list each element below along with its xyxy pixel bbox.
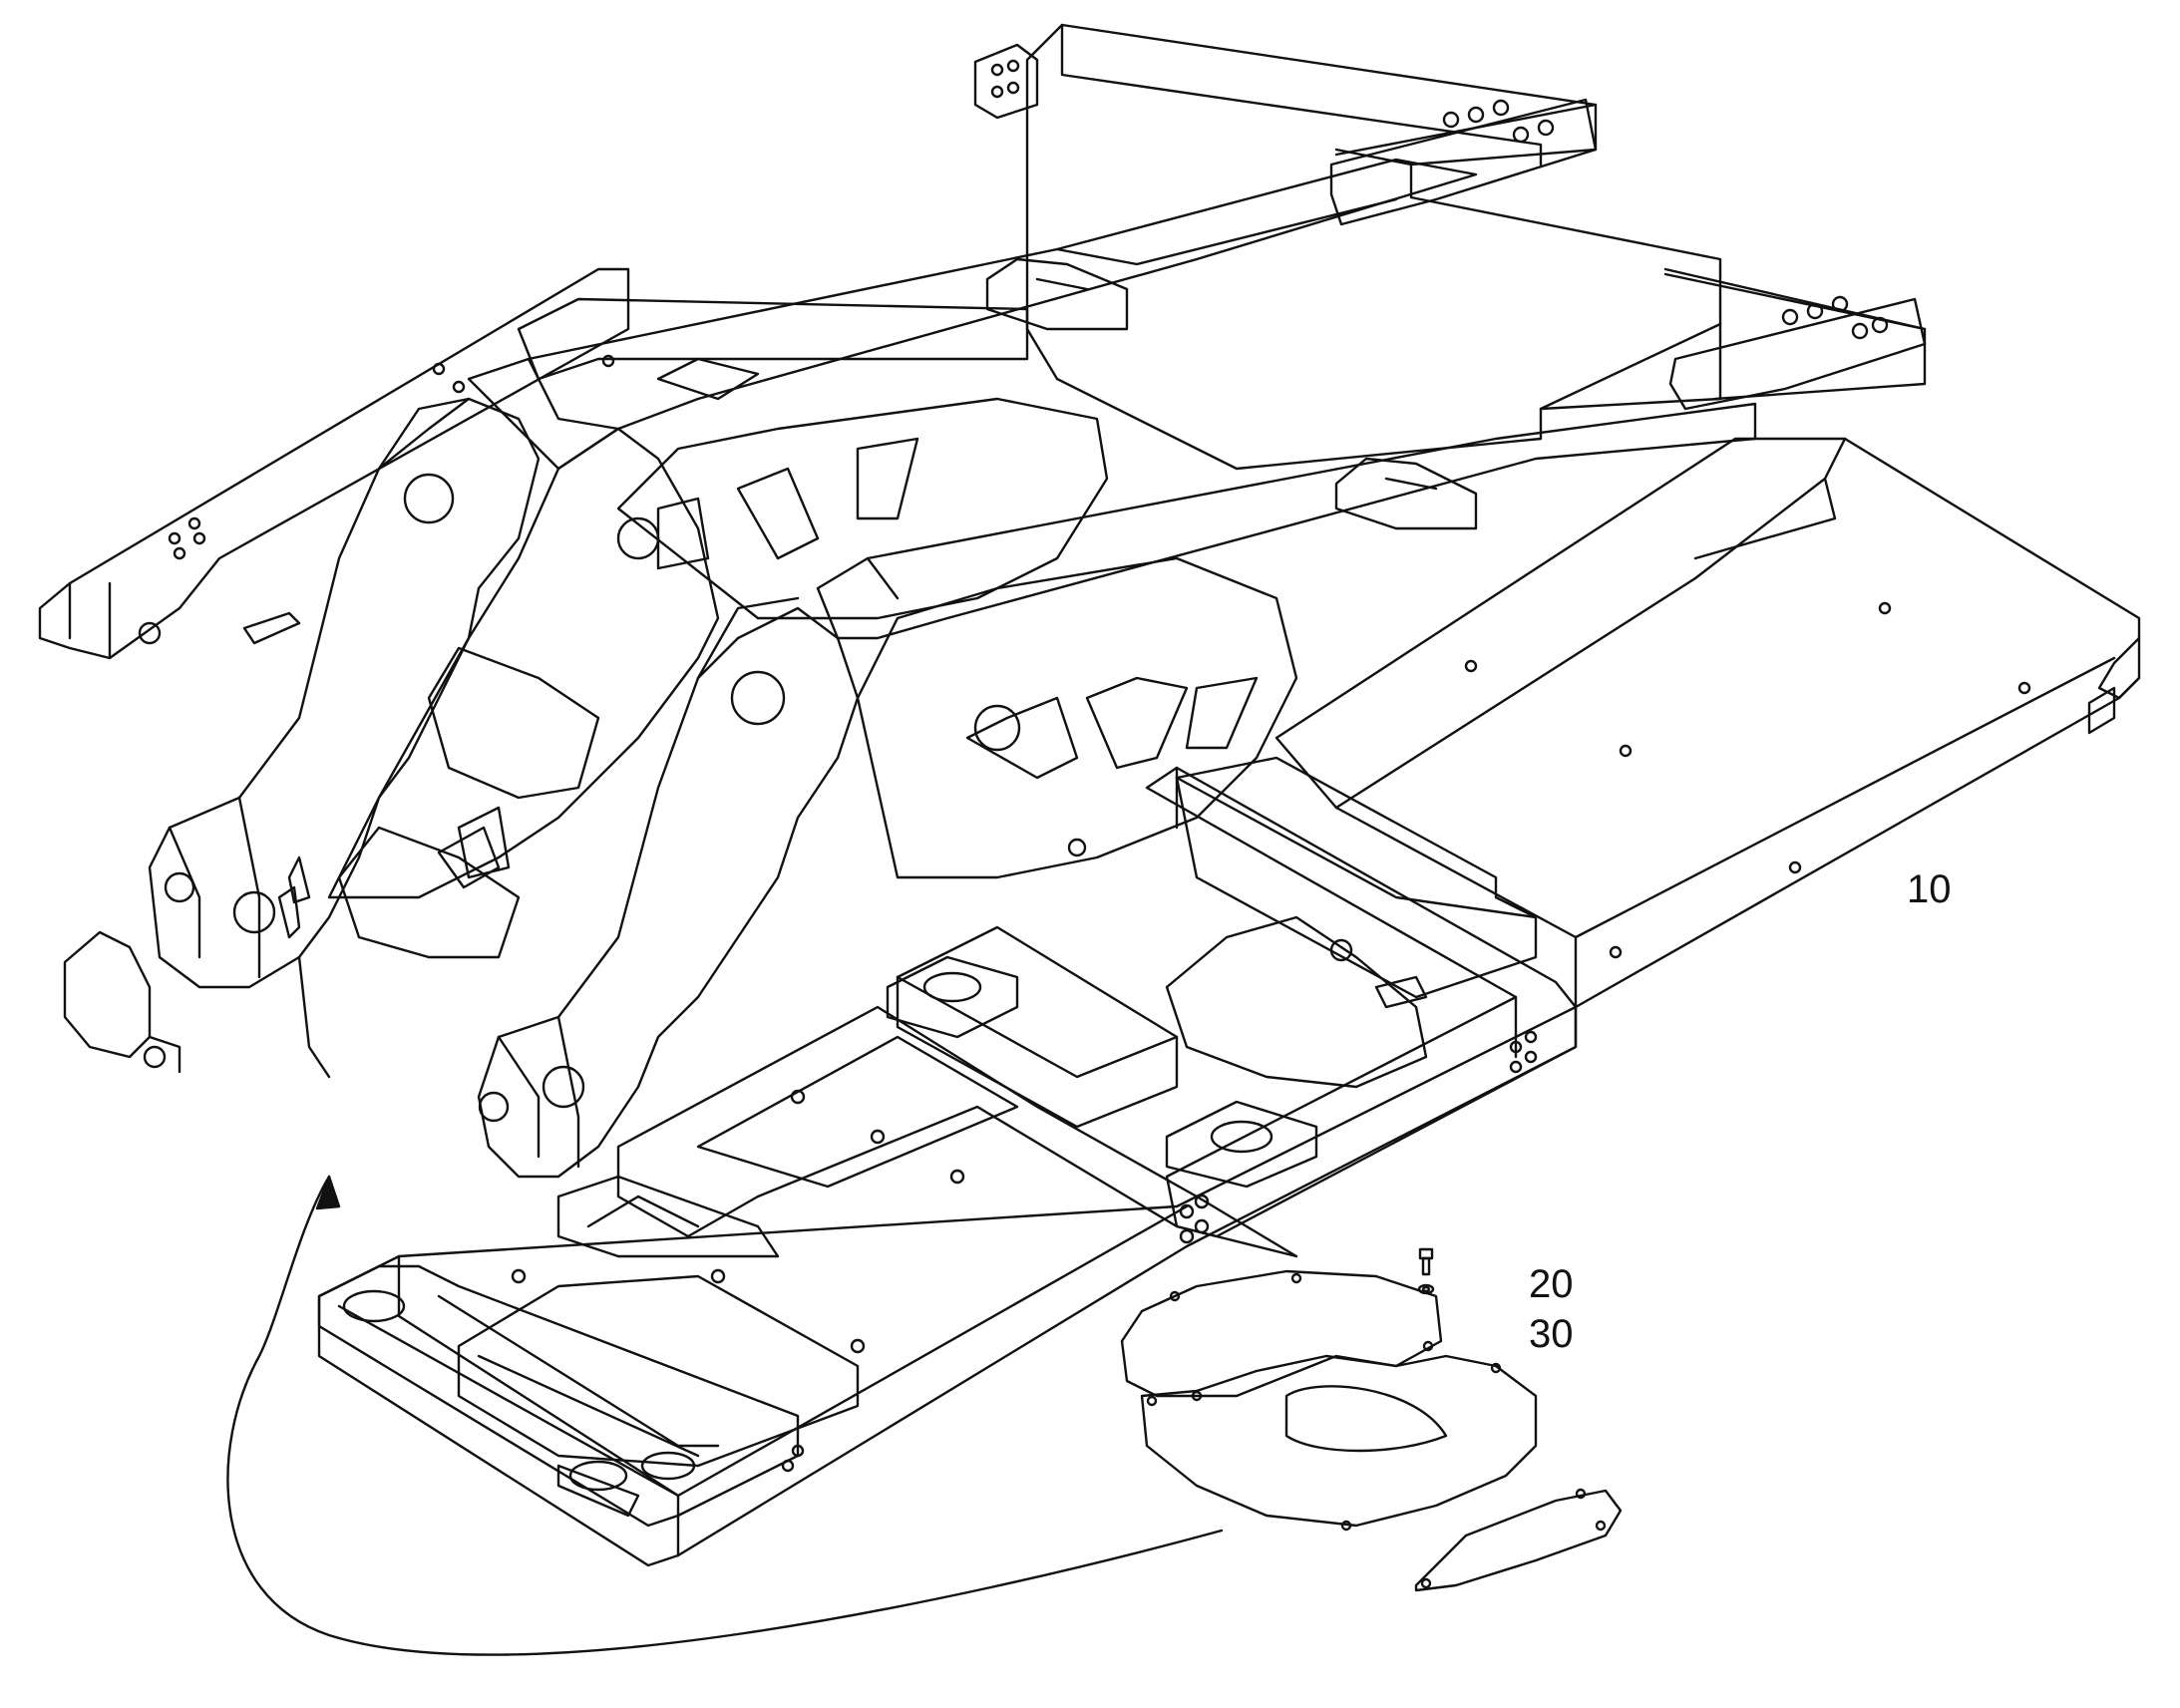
diagonal-main-beam — [467, 158, 1478, 471]
cover-plate-large — [1120, 1269, 1443, 1402]
left-tower-web — [277, 427, 720, 959]
callout-part-10: 10 — [1907, 867, 1952, 911]
center-floor-section — [616, 1005, 1298, 1258]
center-mount-pad-lower — [1165, 1100, 1318, 1189]
right-tray-floor — [1274, 437, 2141, 1009]
center-mount-pad-upper — [886, 955, 1019, 1039]
left-side-rail — [38, 267, 630, 660]
rear-bolt-plate-lower — [1668, 295, 1927, 411]
right-inner-frame — [1145, 766, 1578, 1238]
bolt-part — [1418, 1247, 1434, 1276]
callout-part-20: 20 — [1529, 1262, 1574, 1306]
front-right-rail — [317, 1005, 1578, 1567]
cover-plate-small — [1414, 1488, 1623, 1592]
washer-part — [1417, 1283, 1435, 1295]
diagonal-lower-beam — [816, 402, 1757, 640]
left-tower-foot — [63, 930, 182, 1074]
left-tower — [148, 397, 541, 1079]
rear-bracket-left — [973, 43, 1039, 120]
front-gusset — [556, 1175, 780, 1258]
tower-small-plate — [287, 826, 501, 904]
center-right-floor-opening — [1165, 915, 1428, 1089]
cover-plate-ring — [1140, 1354, 1538, 1532]
center-tower-web — [856, 556, 1298, 879]
front-cross-beam — [317, 1264, 800, 1528]
left-tower-upper-web — [616, 397, 1109, 620]
assembly-leader-arrow — [226, 1175, 1224, 1656]
center-upper-bracket — [985, 257, 1129, 331]
rear-bolt-plate-upper — [1329, 98, 1598, 226]
front-floor-opening — [457, 1268, 866, 1468]
callout-part-30: 30 — [1529, 1312, 1574, 1356]
mid-cross-members — [896, 756, 1538, 1129]
center-tower — [477, 596, 860, 1179]
center-lower-bracket — [1334, 457, 1478, 530]
rear-cross-beam — [1025, 23, 1927, 471]
